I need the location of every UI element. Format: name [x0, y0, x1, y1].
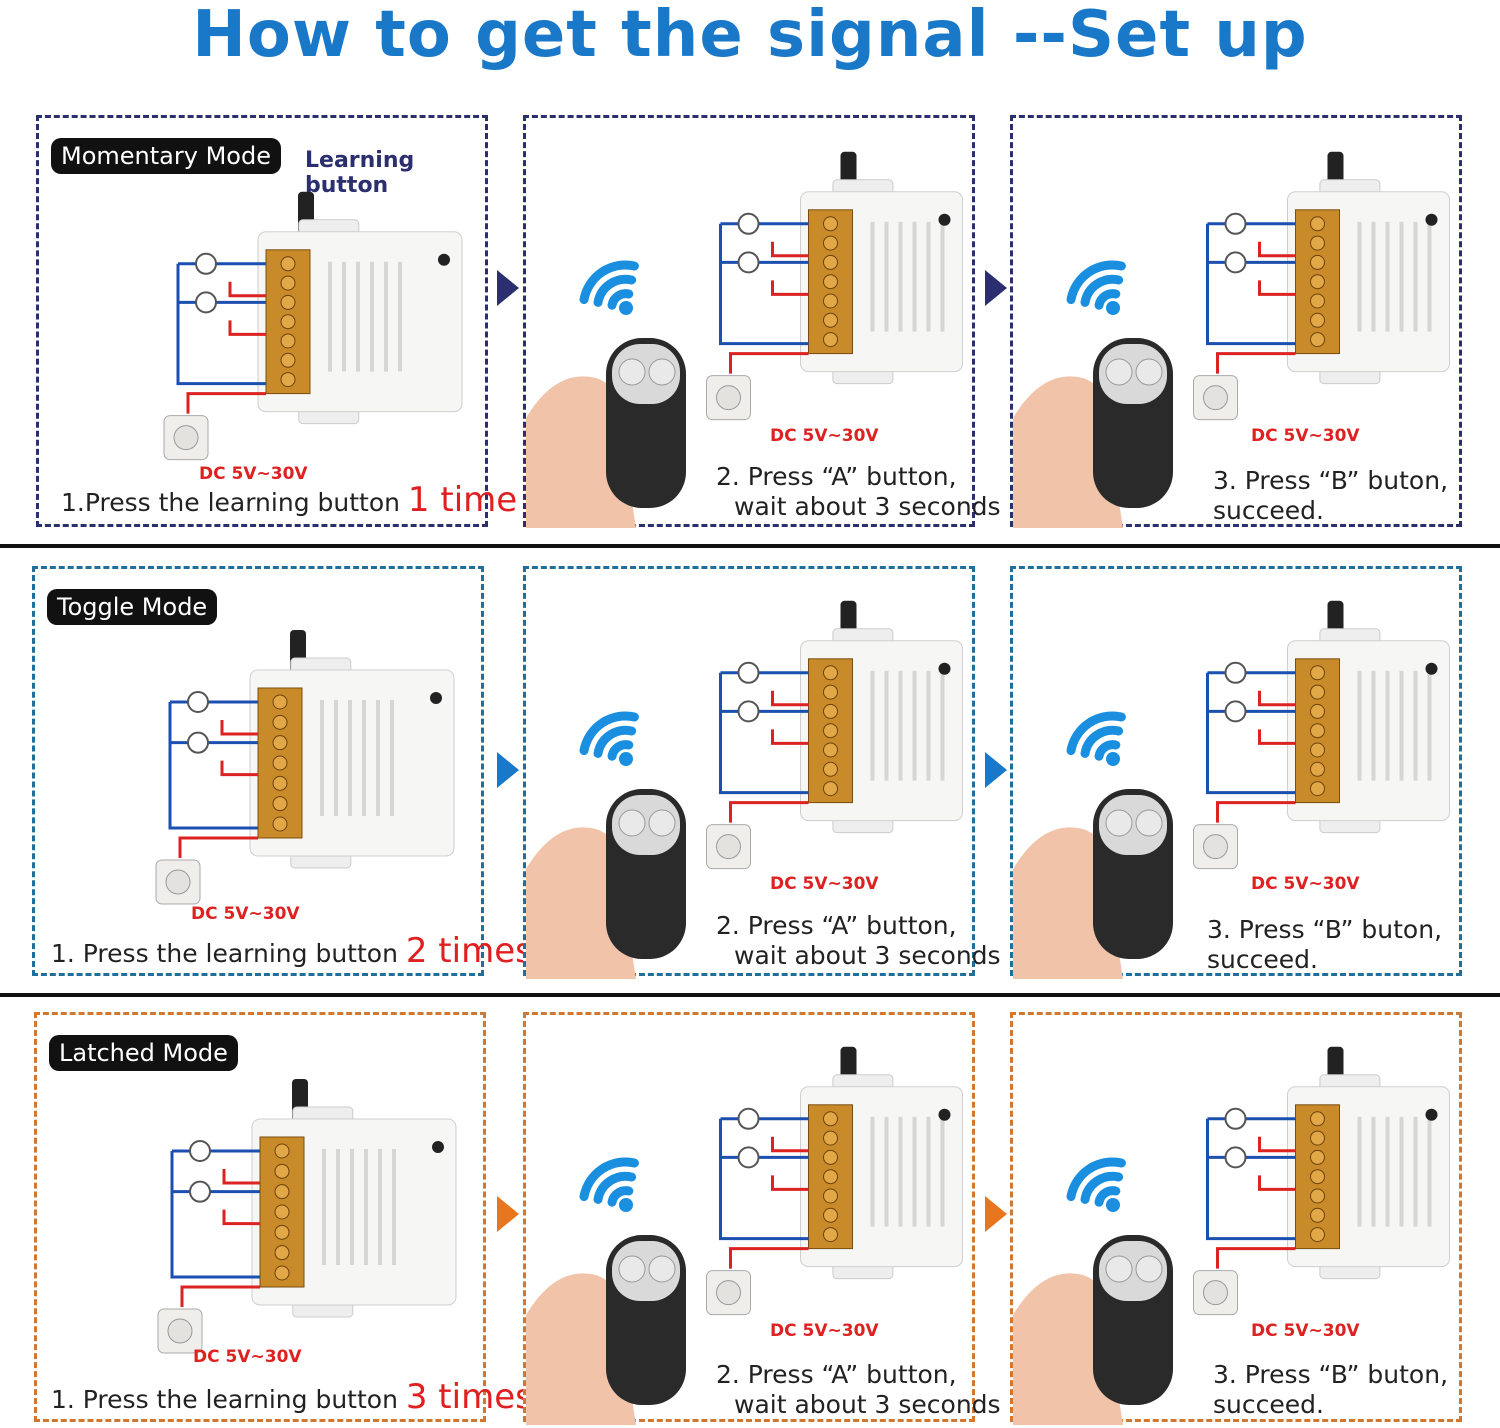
receiver-device-icon [1193, 600, 1450, 870]
toggle-step1-panel: Toggle Mode DC 5V~30V 1. Press the learn… [32, 566, 533, 976]
arrow-right-icon [497, 270, 519, 306]
toggle-step2-panel: DC 5V~30V 2. Press “A” button, wait abou… [523, 566, 1001, 979]
remote-hand-icon [526, 1157, 686, 1425]
dc-voltage-label: DC 5V~30V [191, 904, 300, 924]
mode-badge: Toggle Mode [47, 589, 218, 625]
receiver-device-icon [706, 151, 963, 421]
remote-hand-icon [1013, 1157, 1173, 1425]
page-title: How to get the signal --Set up [192, 0, 1308, 72]
step2-line1: 2. Press “A” button, [716, 911, 957, 940]
learning-button-label: Learning button [305, 148, 415, 198]
step1-text: 1.Press the learning button [61, 488, 408, 517]
dc-voltage-label: DC 5V~30V [1251, 1321, 1360, 1341]
step2-line1: 2. Press “A” button, [716, 1360, 957, 1389]
receiver-device-icon [706, 1046, 963, 1316]
momentary-step1-panel: Momentary Mode Learning button DC 5V~30V… [36, 115, 517, 527]
remote-hand-icon [1013, 260, 1173, 528]
dc-voltage-label: DC 5V~30V [199, 464, 308, 484]
arrow-right-icon [985, 270, 1007, 306]
receiver-device-icon [155, 630, 455, 905]
row-divider [0, 993, 1500, 997]
remote-hand-icon [526, 711, 686, 979]
step3-line2: succeed. [1213, 496, 1324, 525]
latched-step3-panel: DC 5V~30V 3. Press “B” buton, succeed. [1010, 1012, 1462, 1425]
dc-voltage-label: DC 5V~30V [1251, 874, 1360, 894]
receiver-device-icon [1193, 1046, 1450, 1316]
step1-text: 1. Press the learning button [51, 1385, 406, 1414]
step3-line1: 3. Press “B” buton, [1213, 466, 1449, 495]
step1-caption: 1. Press the learning button 2 times [51, 931, 533, 971]
mode-badge: Latched Mode [49, 1035, 238, 1071]
step2-line2: wait about 3 seconds [734, 492, 1001, 521]
step3-line1: 3. Press “B” buton, [1213, 1360, 1449, 1389]
latched-step2-panel: DC 5V~30V 2. Press “A” button, wait abou… [523, 1012, 1001, 1425]
step2-line1: 2. Press “A” button, [716, 462, 957, 491]
receiver-device-icon [706, 600, 963, 870]
step3-line2: succeed. [1207, 945, 1318, 974]
receiver-device-icon [1193, 151, 1450, 421]
receiver-device-icon [157, 1079, 457, 1354]
step2-line2: wait about 3 seconds [734, 1390, 1001, 1419]
mode-badge: Momentary Mode [51, 138, 281, 174]
arrow-right-icon [985, 1196, 1007, 1232]
momentary-step2-panel: DC 5V~30V 2. Press “A” button, wait abou… [523, 115, 1001, 528]
step1-text: 1. Press the learning button [51, 939, 406, 968]
momentary-step3-panel: DC 5V~30V 3. Press “B” buton, succeed. [1010, 115, 1462, 528]
row-divider [0, 544, 1500, 548]
remote-hand-icon [526, 260, 686, 528]
dc-voltage-label: DC 5V~30V [770, 874, 879, 894]
latched-step1-panel: Latched Mode DC 5V~30V 1. Press the lear… [34, 1012, 533, 1422]
receiver-device-icon [163, 191, 463, 461]
arrow-right-icon [985, 752, 1007, 788]
dc-voltage-label: DC 5V~30V [1251, 426, 1360, 446]
step1-caption: 1. Press the learning button 3 times [51, 1377, 533, 1417]
remote-hand-icon [1013, 711, 1173, 979]
dc-voltage-label: DC 5V~30V [770, 1321, 879, 1341]
dc-voltage-label: DC 5V~30V [770, 426, 879, 446]
dc-voltage-label: DC 5V~30V [193, 1347, 302, 1367]
step1-caption: 1.Press the learning button 1 time [61, 480, 517, 520]
step1-times: 1 time [407, 480, 518, 520]
step2-line2: wait about 3 seconds [734, 941, 1001, 970]
toggle-step3-panel: DC 5V~30V 3. Press “B” buton, succeed. [1010, 566, 1462, 979]
step3-line1: 3. Press “B” buton, [1207, 915, 1443, 944]
arrow-right-icon [497, 752, 519, 788]
step1-times: 3 times [405, 1377, 533, 1417]
arrow-right-icon [497, 1196, 519, 1232]
step3-line2: succeed. [1213, 1390, 1324, 1419]
step1-times: 2 times [405, 931, 533, 971]
